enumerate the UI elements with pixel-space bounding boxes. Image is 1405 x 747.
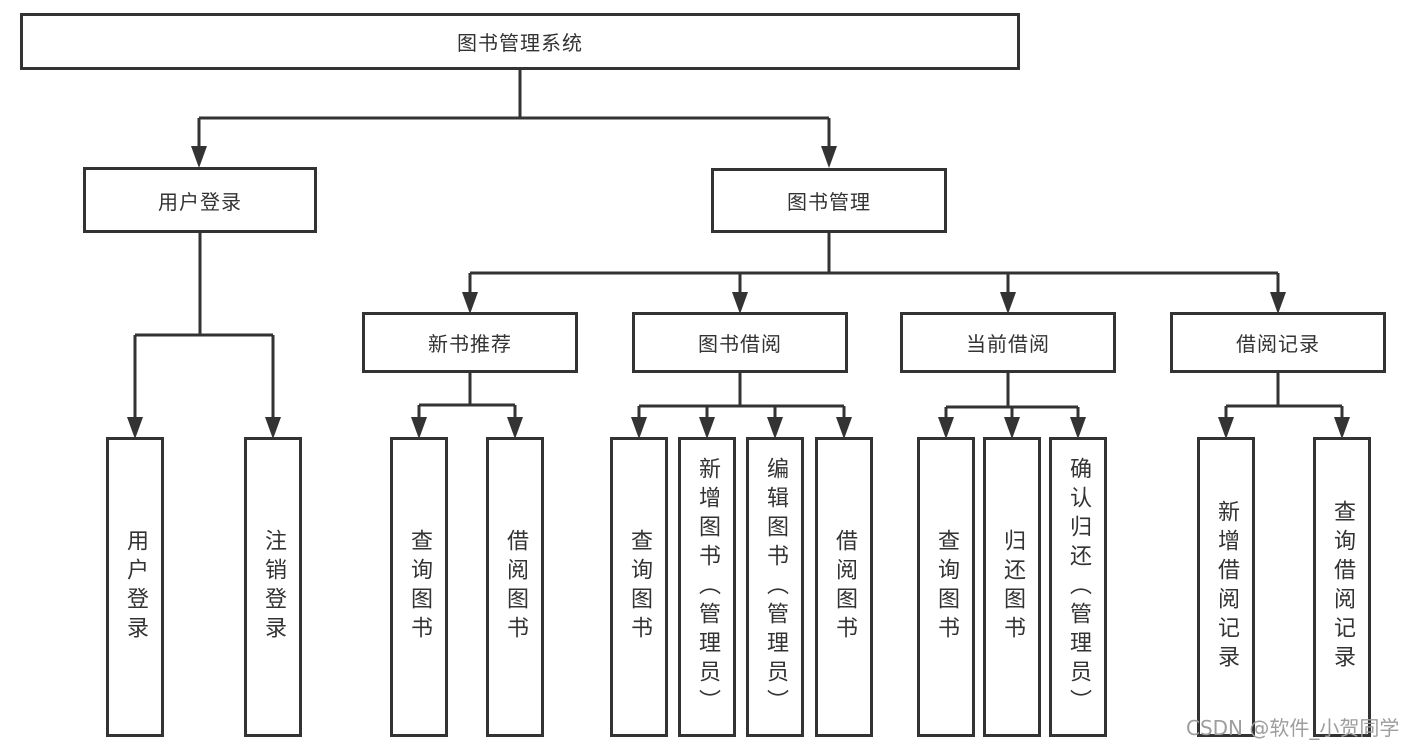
arrow-down-icon xyxy=(1004,417,1020,439)
leaf-query-book-2-label: 查询图书 xyxy=(627,529,652,645)
node-new-book-recommend: 新书推荐 xyxy=(362,312,578,373)
leaf-query-borrow-record-label: 查询借阅记录 xyxy=(1330,500,1355,674)
leaf-query-borrow-record: 查询借阅记录 xyxy=(1313,437,1371,737)
arrow-down-icon xyxy=(411,417,427,439)
connector-borrow-record xyxy=(1224,373,1344,419)
arrow-down-icon xyxy=(631,417,647,439)
node-book-mgmt-label: 图书管理 xyxy=(787,190,871,214)
leaf-return-book: 归还图书 xyxy=(983,437,1041,737)
node-root: 图书管理系统 xyxy=(20,13,1020,70)
node-user-login-label: 用户登录 xyxy=(158,189,242,214)
arrow-down-icon xyxy=(732,292,748,314)
connector-root xyxy=(197,70,831,148)
arrow-down-icon xyxy=(462,292,478,314)
leaf-logout-label: 注销登录 xyxy=(261,529,286,645)
leaf-user-login-label: 用户登录 xyxy=(123,529,148,645)
leaf-edit-book-admin: 编辑图书（管理员） xyxy=(746,437,804,737)
connector-book-borrow xyxy=(637,373,846,419)
leaf-add-book-admin: 新增图书（管理员） xyxy=(678,437,736,737)
arrowheads xyxy=(127,146,1350,439)
leaf-query-book-1: 查询图书 xyxy=(390,437,448,737)
arrow-down-icon xyxy=(1334,417,1350,439)
arrow-down-icon xyxy=(767,417,783,439)
arrow-down-icon xyxy=(1270,292,1286,314)
connector-current-borrow xyxy=(944,373,1080,419)
leaf-confirm-return-admin: 确认归还（管理员） xyxy=(1049,437,1107,737)
node-current-borrow-label: 当前借阅 xyxy=(966,332,1050,356)
arrow-down-icon xyxy=(127,417,143,439)
leaf-add-borrow-record-label: 新增借阅记录 xyxy=(1214,500,1239,674)
arrow-down-icon xyxy=(507,417,523,439)
arrow-down-icon xyxy=(699,417,715,439)
leaf-borrow-book-1: 借阅图书 xyxy=(486,437,544,737)
node-borrow-record-label: 借阅记录 xyxy=(1236,332,1320,356)
arrow-down-icon xyxy=(1218,417,1234,439)
arrow-down-icon xyxy=(938,417,954,439)
arrow-down-icon xyxy=(836,417,852,439)
node-user-login: 用户登录 xyxy=(83,167,317,233)
leaf-add-borrow-record: 新增借阅记录 xyxy=(1197,437,1255,737)
node-current-borrow: 当前借阅 xyxy=(900,312,1116,373)
arrow-down-icon xyxy=(821,146,837,168)
leaf-query-book-3-label: 查询图书 xyxy=(934,529,959,645)
leaf-borrow-book-1-label: 借阅图书 xyxy=(503,529,528,645)
leaf-add-book-admin-label: 新增图书（管理员） xyxy=(695,456,720,718)
node-borrow-record: 借阅记录 xyxy=(1170,312,1386,373)
leaf-query-book-1-label: 查询图书 xyxy=(407,529,432,645)
leaf-borrow-book-2-label: 借阅图书 xyxy=(832,529,857,645)
leaf-query-book-3: 查询图书 xyxy=(917,437,975,737)
node-root-label: 图书管理系统 xyxy=(457,31,583,55)
arrow-down-icon xyxy=(191,146,207,168)
node-book-mgmt: 图书管理 xyxy=(711,168,947,233)
arrow-down-icon xyxy=(1070,417,1086,439)
connector-book-mgmt xyxy=(468,233,1280,294)
connector-new-book xyxy=(417,373,517,419)
node-new-book-recommend-label: 新书推荐 xyxy=(428,332,512,356)
leaf-logout: 注销登录 xyxy=(244,437,302,737)
leaf-user-login: 用户登录 xyxy=(106,437,164,737)
node-book-borrow-label: 图书借阅 xyxy=(698,332,782,356)
leaf-query-book-2: 查询图书 xyxy=(610,437,668,737)
arrow-down-icon xyxy=(265,417,281,439)
arrow-down-icon xyxy=(1000,292,1016,314)
leaf-borrow-book-2: 借阅图书 xyxy=(815,437,873,737)
leaf-return-book-label: 归还图书 xyxy=(1000,529,1025,645)
leaf-edit-book-admin-label: 编辑图书（管理员） xyxy=(763,456,788,718)
node-book-borrow: 图书借阅 xyxy=(632,312,848,373)
leaf-confirm-return-admin-label: 确认归还（管理员） xyxy=(1066,456,1091,718)
connector-user-login xyxy=(133,232,275,419)
watermark: CSDN @软件_小贺同学 xyxy=(1186,716,1400,740)
